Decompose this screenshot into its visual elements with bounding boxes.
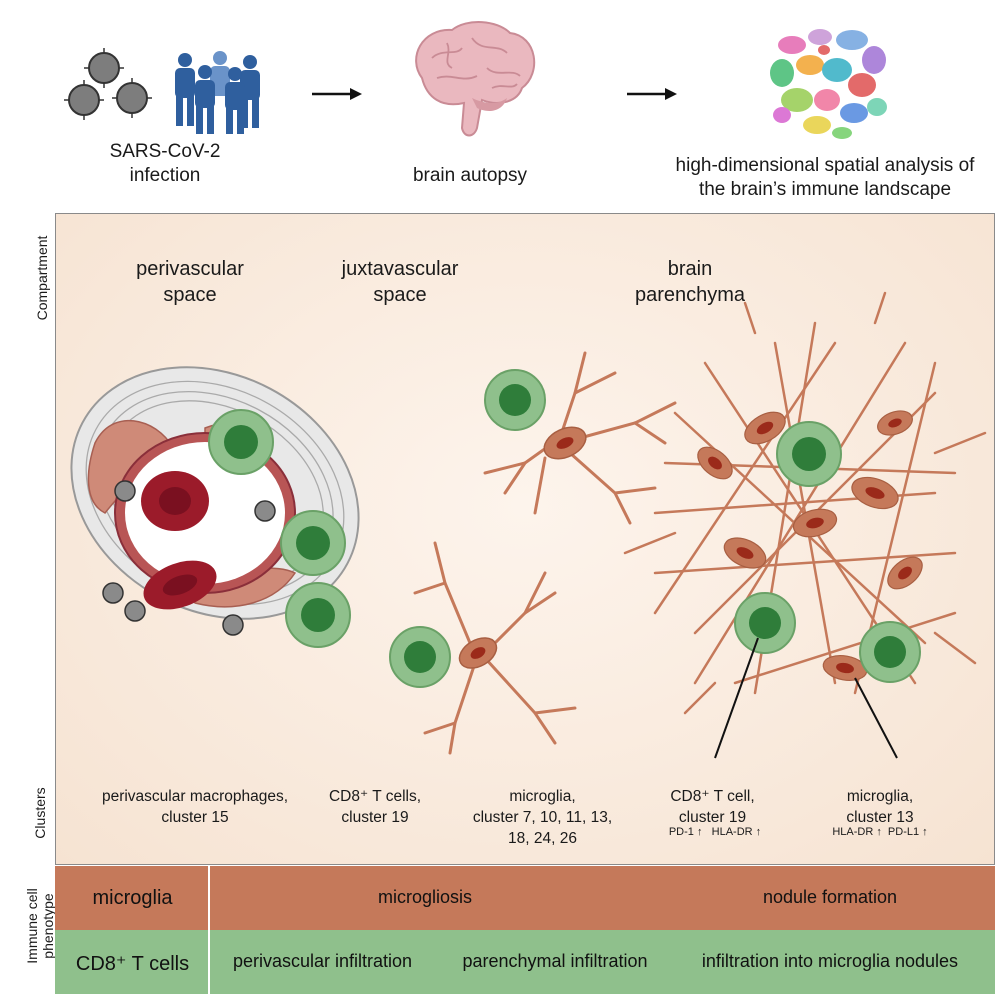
microglia-13-markers: HLA-DR ↑ PD-L1 ↑ — [832, 826, 928, 838]
cd8-phenotype-row — [55, 930, 995, 994]
arrow-right-icon — [312, 88, 362, 100]
juxtavascular-space-title: juxtavascular space — [341, 258, 459, 306]
compartment-illustration — [70, 291, 987, 759]
microgliosis-label: microgliosis — [377, 887, 473, 907]
people-icon — [175, 51, 260, 134]
row-divider — [208, 866, 210, 994]
nodule-formation-label: nodule formation — [762, 887, 898, 907]
microglia-nodule — [623, 291, 987, 759]
cd8-juxta-label: CD8⁺ T cells, cluster 19 — [328, 788, 422, 826]
step1-label: SARS-CoV-2 infection — [109, 141, 221, 186]
microglia-13-label: microglia, cluster 13 — [846, 788, 914, 826]
microglia-phenotype-row — [55, 866, 995, 930]
clusters-side-label: Clusters — [32, 787, 48, 839]
step2-label: brain autopsy — [412, 165, 528, 186]
tsne-cluster-icon — [770, 29, 887, 139]
arrow-right-icon — [627, 88, 677, 100]
perivascular-infiltration-label: perivascular infiltration — [232, 951, 413, 971]
parenchymal-infiltration-label: parenchymal infiltration — [462, 951, 648, 971]
microglia-icon — [413, 351, 677, 755]
cd8-parenchyma-label: CD8⁺ T cell, cluster 19 — [670, 788, 755, 826]
perivascular-macrophages-label: perivascular macrophages, cluster 15 — [101, 788, 289, 826]
virus-icon — [64, 48, 152, 120]
perivascular-space-title: perivascular space — [136, 258, 244, 306]
cd8-row-label: CD8⁺ T cells — [75, 953, 190, 975]
brain-icon — [415, 21, 536, 137]
t-cell-icon — [208, 369, 546, 688]
microglia-row-label: microglia — [92, 887, 173, 909]
cd8-parenchyma-markers: PD-1 ↑ HLA-DR ↑ — [668, 826, 762, 838]
phenotype-side-label: Immune cell phenotype — [24, 888, 56, 964]
compartment-side-label: Compartment — [34, 235, 50, 321]
nodule-infiltration-label: infiltration into microglia nodules — [701, 951, 959, 971]
step3-label: high-dimensional spatial analysis of the… — [675, 155, 975, 200]
brain-parenchyma-title: brain parenchyma — [634, 258, 746, 306]
microglia-general-label: microglia, cluster 7, 10, 11, 13, 18, 24… — [472, 788, 613, 847]
